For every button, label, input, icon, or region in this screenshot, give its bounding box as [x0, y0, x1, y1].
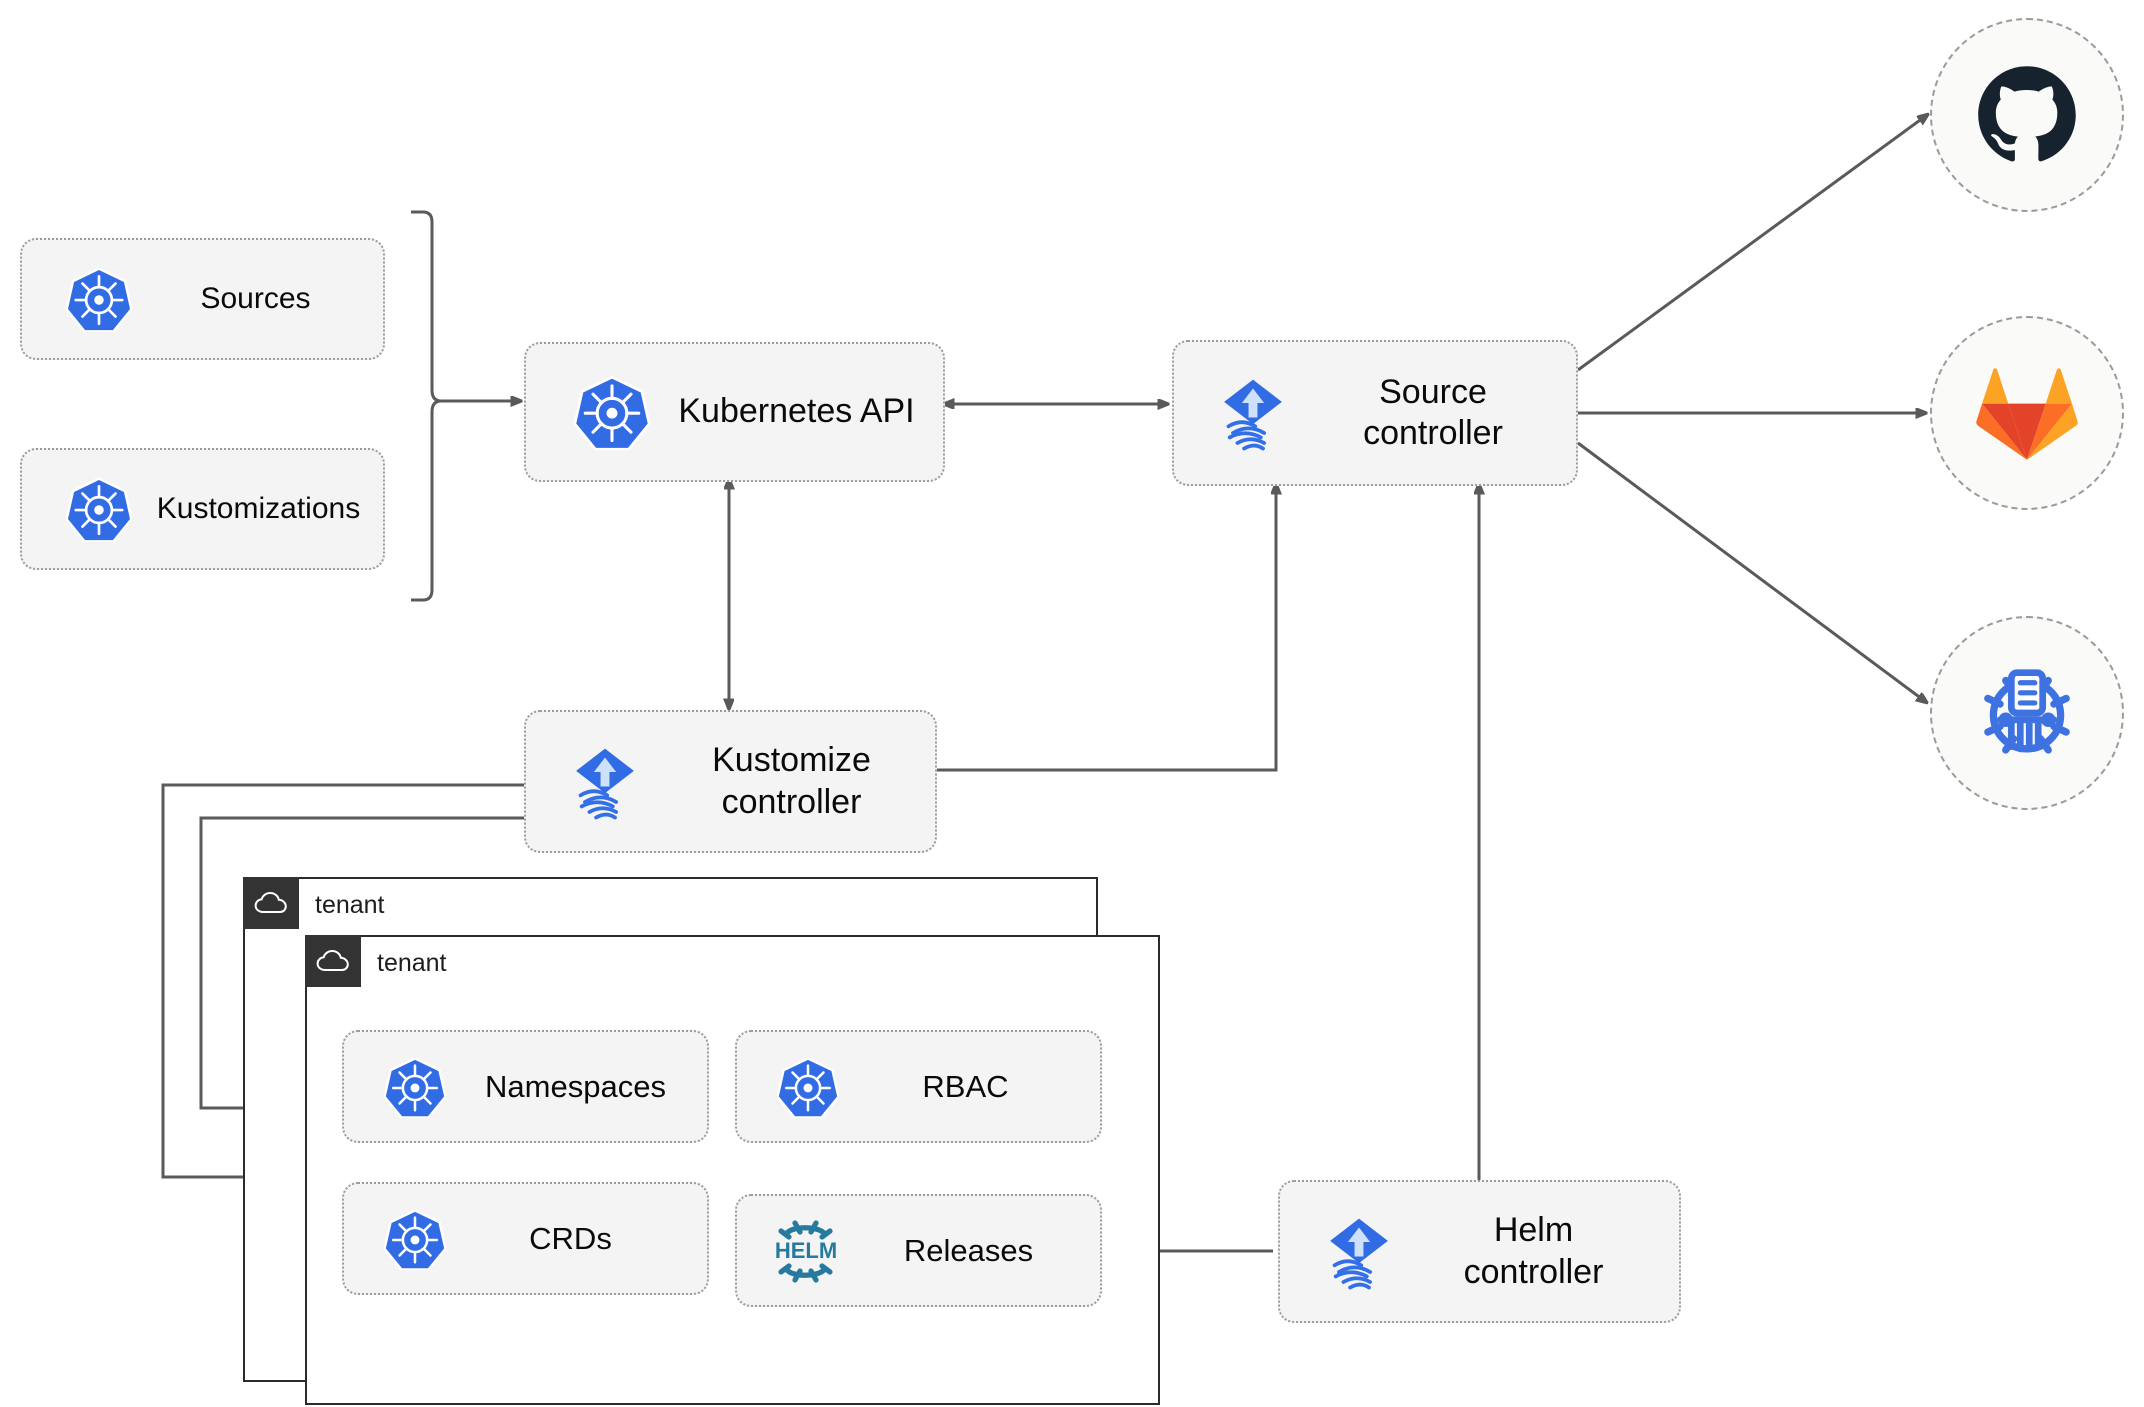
node-namespaces[interactable]: Namespaces — [342, 1030, 709, 1143]
github-icon — [1978, 66, 2076, 162]
kubernetes-icon — [526, 374, 672, 450]
gitlab-icon — [1976, 368, 2078, 460]
node-source-controller[interactable]: Source controller — [1172, 340, 1578, 486]
endpoint-gitlab[interactable] — [1930, 316, 2124, 510]
node-kustomize-controller[interactable]: Kustomize controller — [524, 710, 937, 853]
cloud-icon — [316, 949, 349, 971]
node-kubernetes-api[interactable]: Kubernetes API — [524, 342, 945, 482]
helm-repository-icon — [1984, 669, 2070, 754]
node-helm-controller-label: Helm controller — [1463, 1211, 1604, 1291]
node-namespaces-label: Namespaces — [485, 1068, 666, 1104]
node-rbac-label: RBAC — [922, 1068, 1009, 1104]
tenant-group-inner[interactable]: tenant — [305, 935, 1160, 1405]
node-releases-label: Releases — [903, 1232, 1034, 1268]
svg-text:HELM: HELM — [775, 1238, 837, 1263]
node-source-controller-label: Source controller — [1363, 372, 1503, 452]
kubernetes-icon — [737, 1056, 857, 1118]
flux-icon — [1280, 1212, 1418, 1292]
node-sources-label: Sources — [200, 281, 311, 315]
node-crds-label: CRDs — [529, 1220, 612, 1256]
node-kustomize-controller-label: Kustomize controller — [712, 741, 871, 821]
node-sources[interactable]: Sources — [20, 238, 385, 360]
node-kustomizations[interactable]: Kustomizations — [20, 448, 385, 570]
kubernetes-icon — [344, 1208, 464, 1270]
node-releases[interactable]: HELM Releases — [735, 1194, 1102, 1307]
endpoint-helm-repository[interactable] — [1930, 616, 2124, 810]
edge-sourcectrl-to-github — [1577, 115, 1927, 372]
tenant-tab-outer — [243, 877, 299, 929]
edge-kustomizectrl-to-sourcectrl — [937, 485, 1276, 772]
flux-icon — [526, 742, 664, 822]
tenant-label-inner: tenant — [377, 948, 447, 977]
endpoint-github[interactable] — [1930, 18, 2124, 212]
node-kubernetes-api-label: Kubernetes API — [678, 392, 915, 431]
node-rbac[interactable]: RBAC — [735, 1030, 1102, 1143]
kubernetes-icon — [344, 1056, 464, 1118]
kubernetes-icon — [22, 476, 154, 542]
node-helm-controller[interactable]: Helm controller — [1278, 1180, 1681, 1323]
edge-sourcectrl-to-helmrepo — [1577, 441, 1926, 702]
helm-icon: HELM — [737, 1215, 855, 1287]
tenant-tab-inner — [305, 935, 361, 987]
tenant-label-outer: tenant — [315, 890, 385, 919]
edge-sources-group-bracket — [411, 210, 442, 602]
cloud-icon — [254, 891, 287, 913]
kubernetes-icon — [22, 266, 154, 332]
node-kustomizations-label: Kustomizations — [156, 491, 361, 525]
node-crds[interactable]: CRDs — [342, 1182, 709, 1295]
flux-icon — [1174, 373, 1312, 453]
